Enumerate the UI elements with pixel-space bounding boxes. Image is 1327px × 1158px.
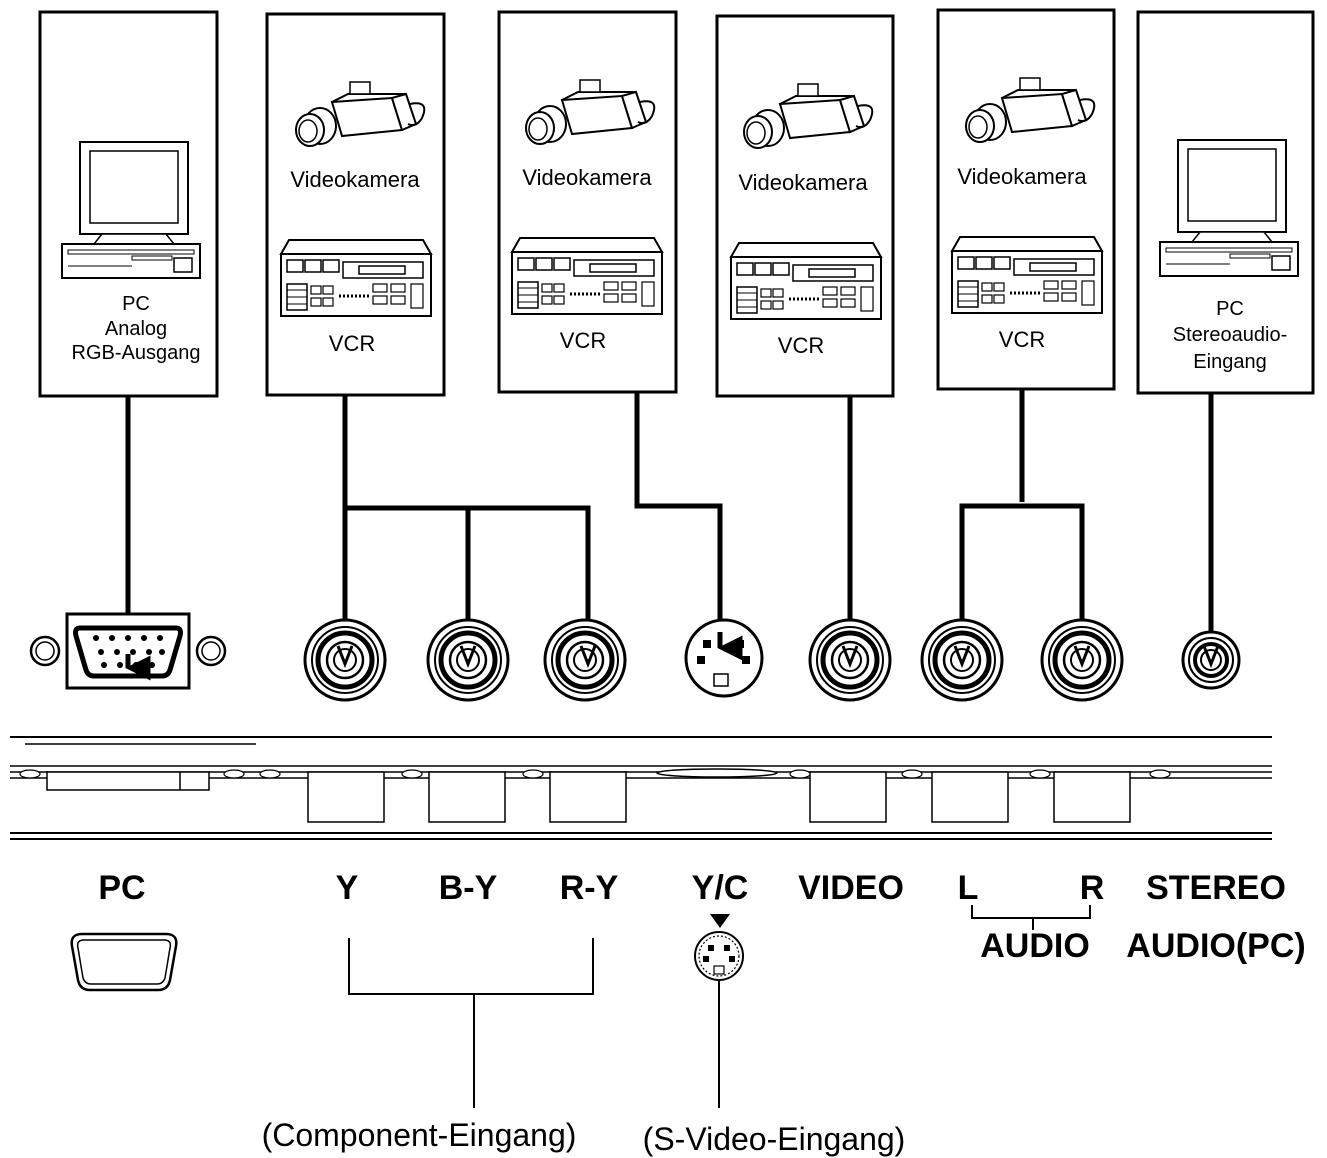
component-source-device: Videokamera VCR	[265, 12, 446, 397]
svideo-jack	[684, 618, 764, 698]
svideo-source-device: Videokamera VCR	[497, 10, 678, 394]
label-pc: PC	[98, 869, 145, 907]
pc-rgb-label-3: RGB-Ausgang	[72, 342, 201, 364]
pc-audio-label-3: Eingang	[1193, 351, 1266, 373]
label-r-y: R-Y	[560, 869, 619, 907]
svideo-port-icon	[694, 914, 744, 981]
pc-audio-label-2: Stereoaudio-	[1173, 324, 1288, 346]
label-stereo: STEREO	[1146, 869, 1286, 907]
component-bracket	[348, 938, 594, 995]
label-audio-pc: AUDIO(PC)	[1126, 927, 1305, 965]
pc-audio-label-1: PC	[1216, 298, 1244, 320]
label-l: L	[958, 869, 979, 907]
vcr-icon	[950, 235, 1104, 315]
rear-panel-strip	[10, 736, 1272, 840]
video-vcr-label: VCR	[778, 333, 824, 358]
svideo-input-label: (S-Video-Eingang)	[643, 1121, 906, 1157]
pc-rgb-device: PC Analog RGB-Ausgang	[38, 10, 219, 398]
label-y-c: Y/C	[692, 869, 749, 907]
audio-bracket	[971, 905, 1091, 919]
computer-icon	[1159, 139, 1299, 277]
pc-rgb-label-2: Analog	[105, 318, 167, 340]
svideo-camera-label: Videokamera	[522, 165, 652, 190]
component-vcr-label: VCR	[329, 331, 375, 356]
computer-icon	[61, 141, 201, 279]
audio-source-device: Videokamera VCR	[936, 8, 1116, 391]
label-audio: AUDIO	[980, 927, 1090, 965]
vcr-icon	[279, 238, 433, 318]
vcr-icon	[729, 241, 883, 321]
cable-audio-lr	[959, 503, 1085, 652]
port-labels: PC Y B-Y R-Y Y/C VIDEO L R STEREO AUDIO …	[98, 869, 1305, 965]
cable-svideo	[634, 392, 723, 632]
label-video: VIDEO	[798, 869, 904, 907]
vga-port-icon	[70, 932, 178, 992]
connector-row	[29, 612, 1241, 700]
video-camera-label: Videokamera	[738, 170, 868, 195]
svideo-vcr-label: VCR	[560, 328, 606, 353]
video-source-device: Videokamera VCR	[715, 14, 895, 398]
component-camera-label: Videokamera	[290, 167, 420, 192]
vcr-icon	[510, 236, 664, 316]
audio-camera-label: Videokamera	[957, 164, 1087, 189]
label-y: Y	[336, 869, 359, 907]
audio-vcr-label: VCR	[999, 327, 1045, 352]
component-input-label: (Component-Eingang)	[262, 1117, 577, 1153]
pc-audio-device: PC Stereoaudio- Eingang	[1136, 10, 1315, 395]
label-r: R	[1080, 869, 1105, 907]
vga-connector	[29, 612, 227, 690]
cables	[125, 389, 1214, 660]
cable-component-ry	[345, 505, 591, 652]
label-b-y: B-Y	[439, 869, 498, 907]
pc-rgb-label-1: PC	[122, 293, 150, 315]
